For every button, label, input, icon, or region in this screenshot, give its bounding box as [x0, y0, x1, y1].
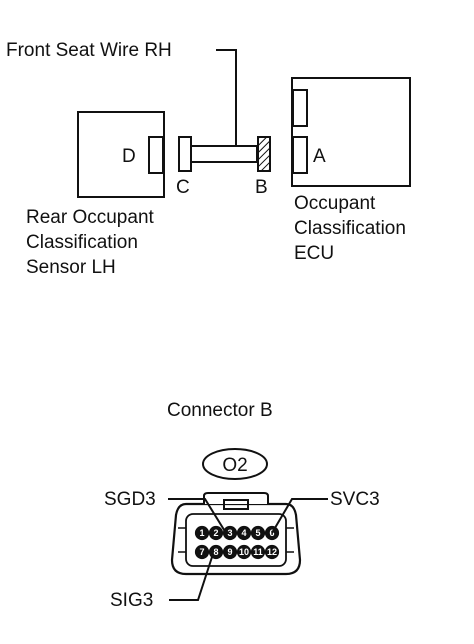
ecu-name-line-2: Classification — [294, 218, 406, 239]
wire-harness: C B — [176, 136, 271, 198]
pin-1-label: 1 — [199, 528, 204, 538]
pin-12-cavity — [264, 544, 280, 560]
callout-sgd3: SGD3 — [104, 489, 156, 510]
pin-2-label: 2 — [213, 528, 218, 538]
rear-sensor-connector-label: D — [122, 146, 136, 167]
pin-9-label: 9 — [227, 547, 232, 557]
pin-3-label: 3 — [227, 528, 232, 538]
pin-8-label: 8 — [213, 547, 218, 557]
rear-sensor: D — [77, 111, 165, 198]
ecu-name-line-3: ECU — [294, 243, 334, 264]
pin-11-cavity — [250, 544, 266, 560]
pin-5-label: 5 — [255, 528, 260, 538]
callout-sgd3-leader — [168, 498, 227, 534]
connector-detail-title: Connector B — [167, 400, 273, 421]
ecu-connector-label: A — [313, 146, 326, 167]
connector-b-plug — [257, 136, 271, 172]
pin-10-cavity — [236, 544, 252, 560]
callout-svc3-leader — [271, 498, 328, 534]
pin-6-label: 6 — [269, 528, 274, 538]
pin-7-label: 7 — [199, 547, 204, 557]
wire-label: Front Seat Wire RH — [6, 40, 172, 61]
callout-sig3: SIG3 — [110, 590, 153, 611]
pin-10-label: 10 — [239, 547, 249, 557]
rear-sensor-name-line-2: Classification — [26, 232, 138, 253]
ecu-name-line-1: Occupant — [294, 193, 376, 214]
connector-code: O2 — [222, 455, 247, 476]
connector-code-oval — [202, 448, 268, 480]
connector-side-key-left — [178, 527, 186, 553]
connector-latch — [203, 492, 269, 504]
wire-label-leader — [216, 49, 237, 146]
pin-12-label: 12 — [267, 547, 277, 557]
connector-c-plug — [178, 136, 192, 172]
callout-sig3-leader — [169, 556, 213, 601]
pin-1-cavity — [194, 525, 210, 541]
connector-side-key-right — [286, 527, 294, 553]
pin-11-label: 11 — [253, 547, 263, 557]
pin-8-cavity — [208, 544, 224, 560]
pin-2-cavity — [208, 525, 224, 541]
connector-b-label: B — [255, 177, 268, 198]
ecu-body — [291, 77, 411, 187]
connector-latch-slot — [223, 499, 249, 510]
wire-harness-tube — [190, 145, 258, 163]
callout-svc3: SVC3 — [330, 489, 380, 510]
ecu-connector-a — [292, 136, 308, 174]
pin-7-cavity — [194, 544, 210, 560]
rear-sensor-name-line-3: Sensor LH — [26, 257, 116, 278]
rear-sensor-connector-d — [148, 136, 164, 174]
pin-4-label: 4 — [241, 528, 246, 538]
ecu-upper-connector — [292, 89, 308, 127]
connector-c-label: C — [176, 177, 190, 198]
rear-sensor-name-line-1: Rear Occupant — [26, 207, 155, 228]
pin-4-cavity — [236, 525, 252, 541]
ecu: A — [291, 77, 411, 187]
pin-9-cavity — [222, 544, 238, 560]
pin-5-cavity — [250, 525, 266, 541]
pin-3-cavity — [222, 525, 238, 541]
